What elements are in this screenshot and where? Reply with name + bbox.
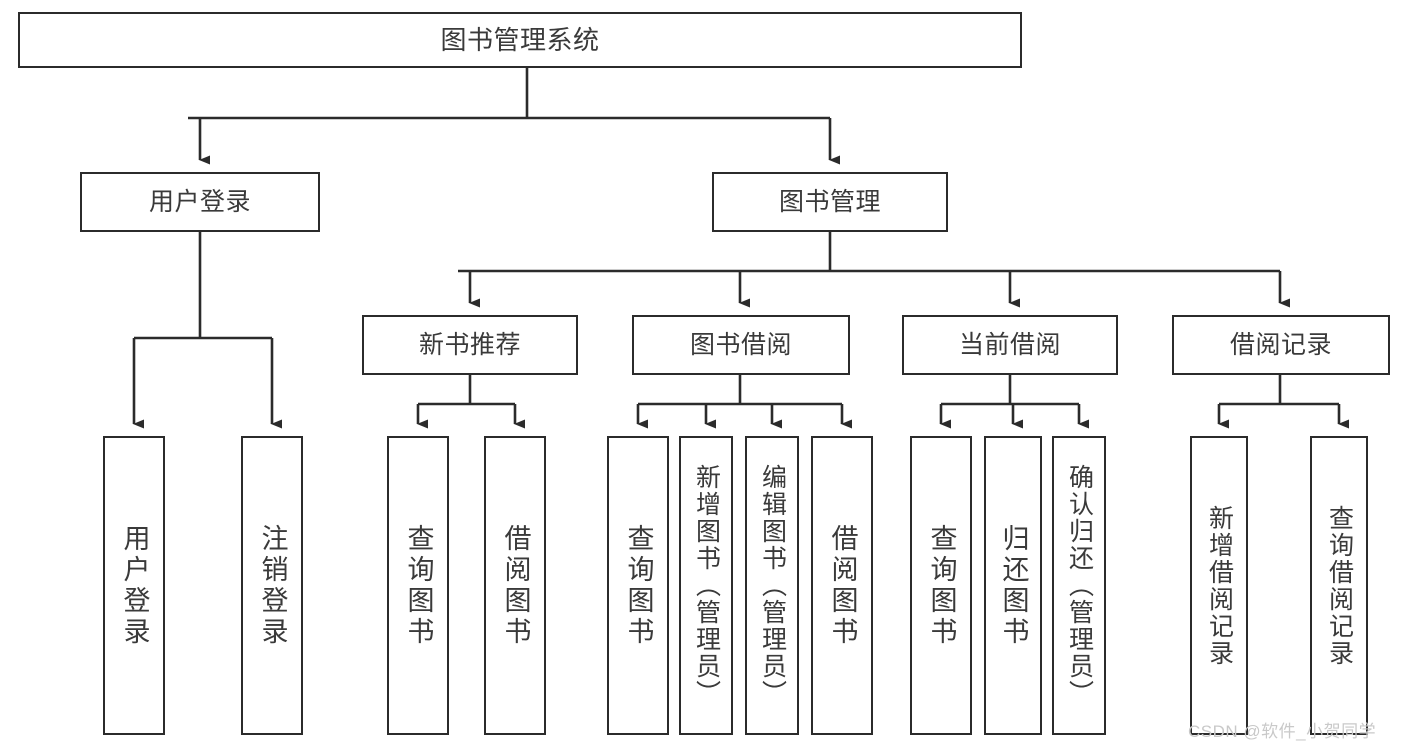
node-label: 新增借阅记录 [1205,504,1234,667]
leaf-node-confirm-return-admin[interactable]: 确认归还（管理员） [1052,436,1106,735]
node-label: 编辑图书（管理员） [758,464,787,707]
node-label: 归还图书 [998,523,1029,648]
leaf-node-add-book-admin[interactable]: 新增图书（管理员） [679,436,733,735]
edge-current-borrow-to-leaves [939,375,1089,429]
node-label: 确认归还（管理员） [1065,464,1094,707]
leaf-node-borrow-book[interactable]: 借阅图书 [811,436,873,735]
leaf-node-borrow-book-recommend[interactable]: 借阅图书 [484,436,546,735]
node-label: 用户登录 [148,187,251,216]
node-label: 借阅图书 [827,523,858,648]
node-root-system[interactable]: 图书管理系统 [18,12,1022,68]
node-label: 新书推荐 [418,330,521,359]
node-label: 注销登录 [257,523,288,648]
edge-root-to-level2 [188,68,840,165]
csdn-watermark: CSDN @软件_小贺同学 [1188,722,1377,741]
leaf-node-query-book-recommend[interactable]: 查询图书 [387,436,449,735]
edge-new-book-rec-to-leaves [416,375,525,429]
node-label: 借阅图书 [500,523,531,648]
node-label: 当前借阅 [958,330,1061,359]
edge-borrow-record-to-leaves [1217,375,1349,429]
node-book-borrow[interactable]: 图书借阅 [632,315,850,375]
node-label: 查询借阅记录 [1325,504,1354,667]
node-label: 新增图书（管理员） [692,464,721,707]
edge-book-borrow-to-leaves [636,375,852,429]
leaf-node-query-borrow-record[interactable]: 查询借阅记录 [1310,436,1368,735]
node-current-borrow[interactable]: 当前借阅 [902,315,1118,375]
node-label: 借阅记录 [1229,330,1332,359]
leaf-node-edit-book-admin[interactable]: 编辑图书（管理员） [745,436,799,735]
leaf-node-query-book-borrow[interactable]: 查询图书 [607,436,669,735]
leaf-node-add-borrow-record[interactable]: 新增借阅记录 [1190,436,1248,735]
node-label: 查询图书 [403,523,434,648]
node-borrow-record[interactable]: 借阅记录 [1172,315,1390,375]
node-label: 查询图书 [926,523,957,648]
node-user-login[interactable]: 用户登录 [80,172,320,232]
leaf-node-user-login[interactable]: 用户登录 [103,436,165,735]
node-label: 图书管理系统 [440,24,600,55]
leaf-node-logout[interactable]: 注销登录 [241,436,303,735]
node-label: 图书管理 [778,187,881,216]
node-label: 用户登录 [119,523,150,648]
leaf-node-return-book[interactable]: 归还图书 [984,436,1042,735]
node-book-manage[interactable]: 图书管理 [712,172,948,232]
node-label: 图书借阅 [689,330,792,359]
leaf-node-query-book-current[interactable]: 查询图书 [910,436,972,735]
node-new-book-recommend[interactable]: 新书推荐 [362,315,578,375]
edge-user-login-to-leaves [132,232,282,429]
edge-book-manage-to-level3 [458,232,1290,308]
node-label: 查询图书 [623,523,654,648]
